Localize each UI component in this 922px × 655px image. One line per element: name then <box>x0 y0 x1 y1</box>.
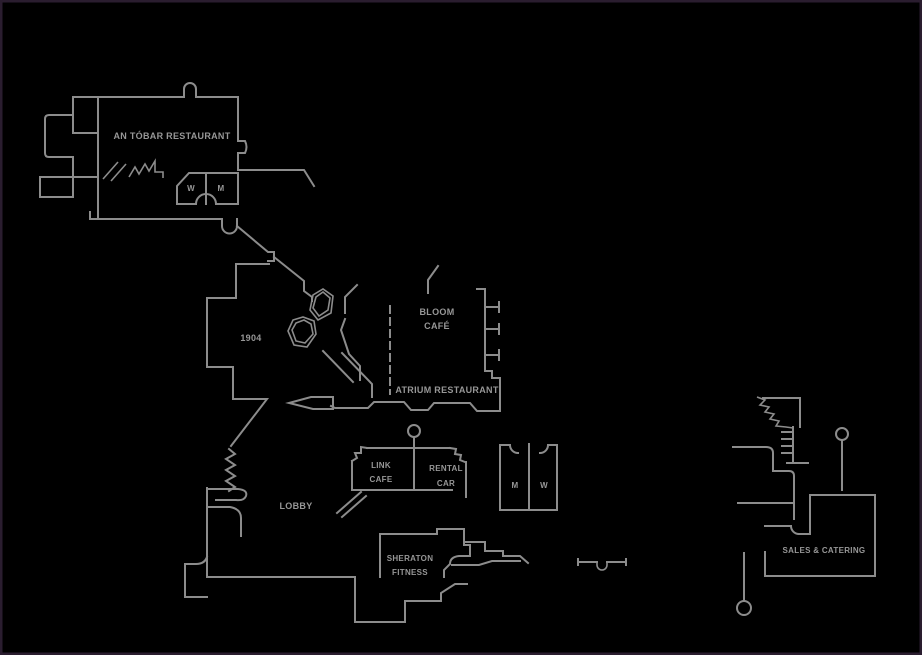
label-sales-catering: SALES & CATERING <box>783 546 866 555</box>
label-atrium: ATRIUM RESTAURANT <box>395 385 498 395</box>
an-tobar-restaurant-walls <box>39 82 316 220</box>
stairs-icon <box>350 445 369 463</box>
label-bloom-1: BLOOM <box>420 307 455 317</box>
partition-wall <box>285 396 334 410</box>
label-rental-1: RENTAL <box>429 464 463 473</box>
sheraton-fitness-walls <box>354 528 530 623</box>
label-1904: 1904 <box>240 333 261 343</box>
restrooms-lobby-walls <box>499 443 558 511</box>
escalator-icon <box>335 490 368 519</box>
link-cafe-rental-walls <box>335 445 467 519</box>
label-link-2: CAFE <box>370 475 393 484</box>
label-restroom-m-upper: M <box>218 184 225 193</box>
label-rental-2: CAR <box>437 479 455 488</box>
entrance-canopy <box>206 488 248 502</box>
section-marker-icon <box>835 427 849 491</box>
label-fitness-1: SHERATON <box>387 554 434 563</box>
door-arc-icon <box>789 524 801 536</box>
label-restroom-w-upper: W <box>187 184 195 193</box>
label-restroom-w-lobby: W <box>540 481 548 490</box>
label-bloom-2: CAFÉ <box>424 321 450 331</box>
planter-feature-icon <box>287 288 334 348</box>
door-arc-icon <box>508 443 520 455</box>
label-restroom-m-lobby: M <box>512 481 519 490</box>
stairs-icon <box>756 396 794 429</box>
label-link-1: LINK <box>371 461 391 470</box>
stairs-icon <box>224 447 237 493</box>
sales-catering-walls <box>732 396 876 577</box>
restrooms-upper-walls <box>176 172 239 206</box>
door-arc-icon <box>194 193 218 206</box>
label-an-tobar: AN TÓBAR RESTAURANT <box>113 130 230 141</box>
corridor-walls <box>89 211 313 302</box>
room-1904-walls <box>206 263 373 448</box>
lobby-walls <box>184 447 356 598</box>
section-marker-icon <box>736 552 752 616</box>
door-arc-icon <box>538 443 550 455</box>
section-marker-icon <box>407 424 421 491</box>
stairs-icon <box>448 446 467 464</box>
bloom-cafe-walls <box>389 264 501 399</box>
label-lobby: LOBBY <box>280 501 313 511</box>
atrium-restaurant-walls <box>285 396 501 412</box>
ladder-icon <box>781 426 809 464</box>
label-fitness-2: FITNESS <box>392 568 428 577</box>
service-door-icon <box>577 558 627 571</box>
